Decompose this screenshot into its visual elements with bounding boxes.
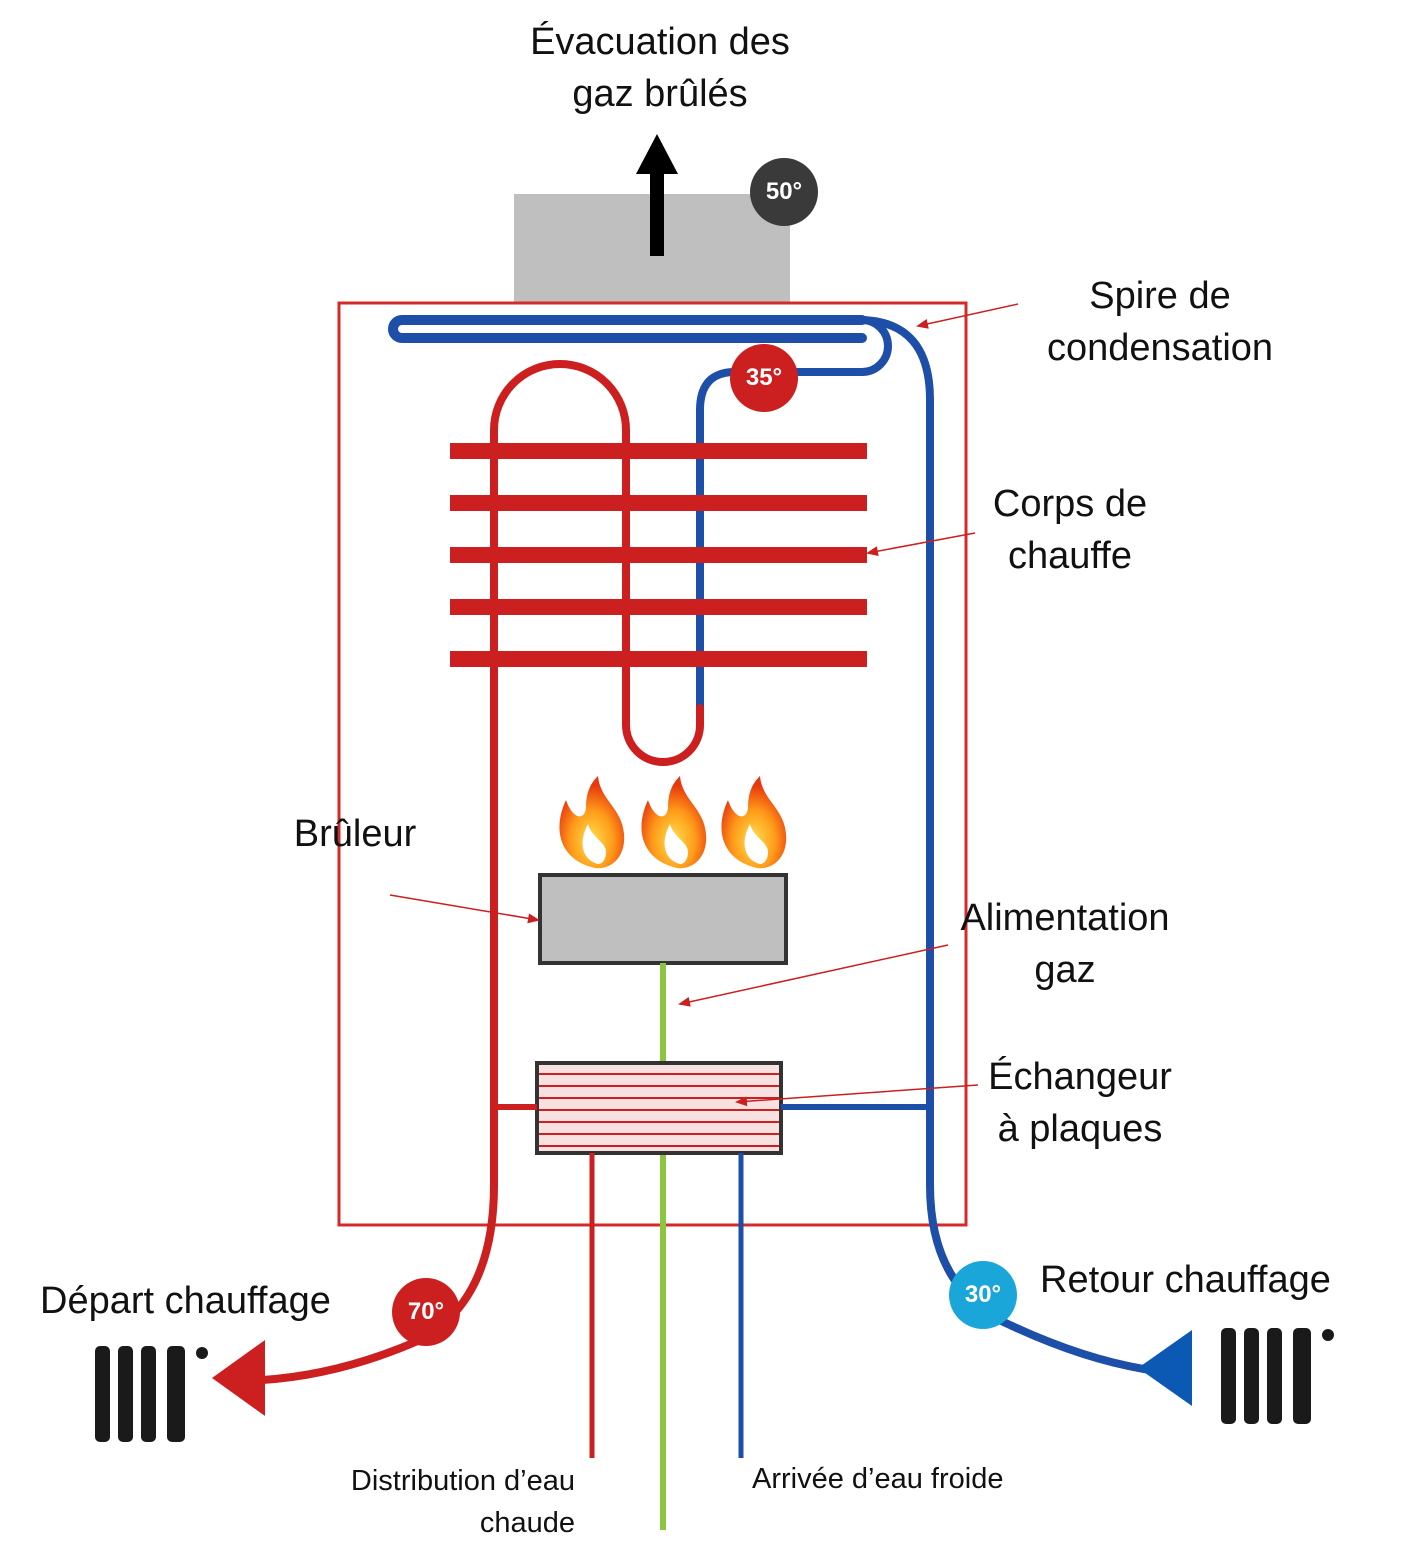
hot-water-label: Distribution d’eau chaude xyxy=(305,1460,575,1544)
return-arrow-icon xyxy=(1138,1330,1192,1406)
boiler-casing xyxy=(337,301,968,1227)
heat-body-label: Corps de chauffe xyxy=(960,478,1180,582)
gas-label-line2: gaz xyxy=(1034,949,1096,991)
heat-body-fins xyxy=(450,443,867,667)
heat-body-label-line2: chauffe xyxy=(1008,535,1132,577)
condensation-label-line2: condensation xyxy=(1046,327,1274,369)
gas-label-line1: Alimentation xyxy=(960,897,1170,939)
radiator-icon xyxy=(1221,1328,1334,1424)
heat-body-label-line1: Corps de xyxy=(992,483,1148,525)
return-temperature-badge: 30° xyxy=(949,1261,1017,1329)
heating-return-label: Retour chauffage xyxy=(1040,1259,1331,1301)
burner-label: Brûleur xyxy=(293,813,417,855)
condensation-label: Spire de condensation xyxy=(1010,270,1310,374)
exchanger-label: Échangeur à plaques xyxy=(960,1051,1200,1155)
heating-supply-label: Départ chauffage xyxy=(40,1280,331,1322)
plate-exchanger xyxy=(535,1061,783,1155)
supply-temperature-badge: 70° xyxy=(392,1278,460,1346)
radiator-icon xyxy=(95,1346,208,1442)
heating-circuit-hot xyxy=(258,360,704,1384)
condensation-temperature-badge: 35° xyxy=(730,344,798,412)
supply-arrow-icon xyxy=(212,1340,265,1416)
cold-water-label: Arrivée d’eau froide xyxy=(752,1463,1004,1495)
flame-icon xyxy=(559,776,625,869)
condensation-coil xyxy=(388,315,1154,1374)
exchanger-label-line1: Échangeur xyxy=(988,1056,1172,1098)
flue-temperature-badge: 50° xyxy=(750,158,818,226)
flue-label: Évacuation des gaz brûlés xyxy=(460,16,860,120)
exchanger-label-line2: à plaques xyxy=(997,1108,1163,1150)
condensation-label-line1: Spire de xyxy=(1089,275,1231,317)
flame-icon xyxy=(721,776,787,869)
flame-icon xyxy=(641,776,707,869)
hot-water-label-line1: Distribution d’eau xyxy=(350,1465,575,1497)
leader-arrows xyxy=(389,303,1019,1107)
flue-label-line1: Évacuation des xyxy=(530,21,790,63)
flue-label-line2: gaz brûlés xyxy=(572,73,748,115)
hot-water-label-line2: chaude xyxy=(479,1507,575,1539)
burner-box xyxy=(538,873,788,965)
flue-arrow-icon xyxy=(636,134,678,256)
gas-label: Alimentation gaz xyxy=(940,892,1190,996)
